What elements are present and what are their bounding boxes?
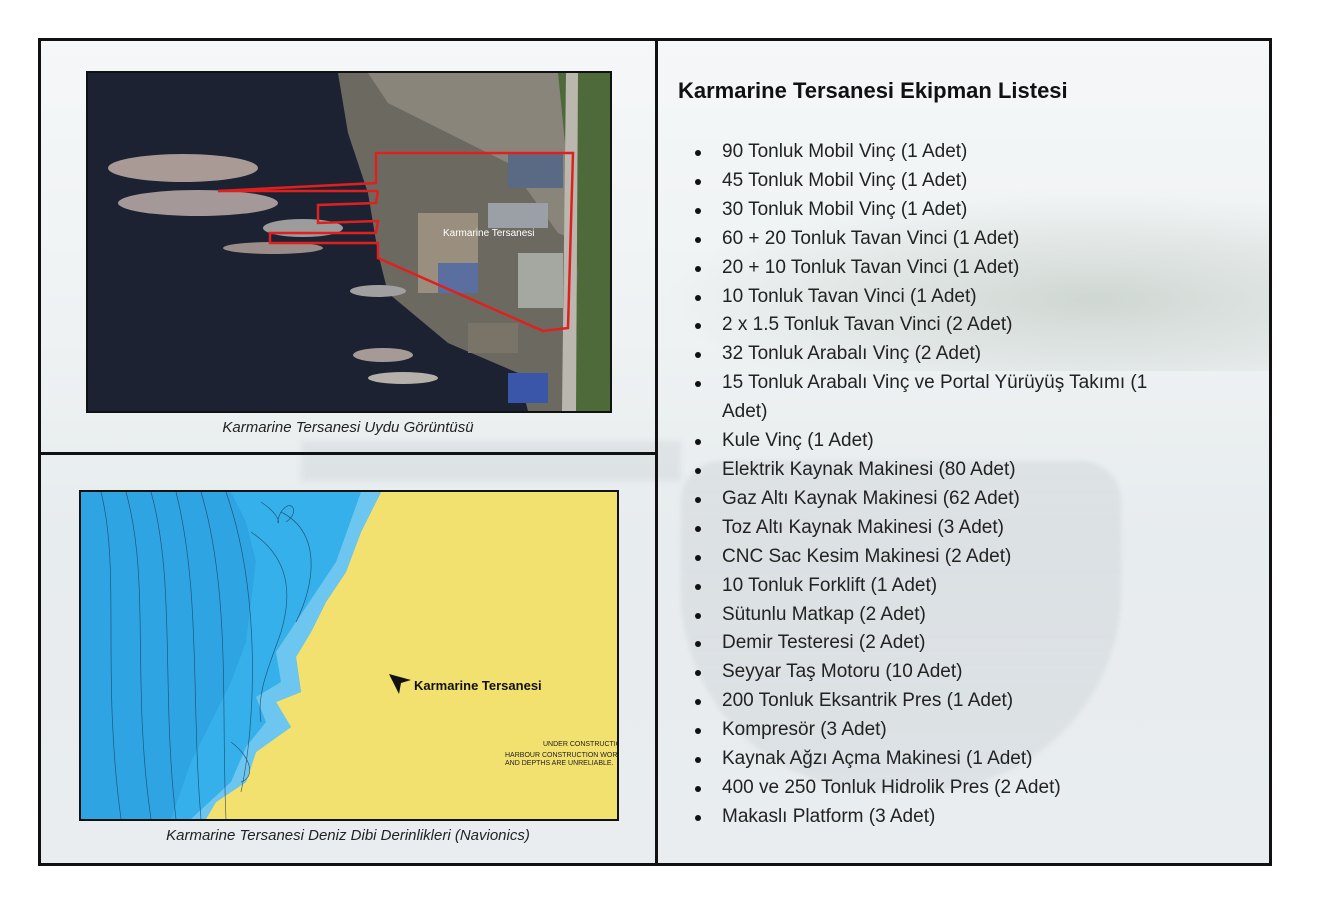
list-item: Kule Vinç (1 Adet) (678, 427, 1178, 456)
list-item: 10 Tonluk Tavan Vinci (1 Adet) (678, 283, 1178, 312)
depth-contours (81, 492, 381, 819)
list-item: Kompresör (3 Adet) (678, 716, 1178, 745)
nautical-chart: Karmarine Tersanesi UNDER CONSTRUCTIO HA… (79, 490, 619, 821)
list-item: Toz Altı Kaynak Makinesi (3 Adet) (678, 514, 1178, 543)
background-pier (301, 441, 681, 481)
row-divider (41, 452, 658, 455)
list-item: Elektrik Kaynak Makinesi (80 Adet) (678, 456, 1178, 485)
list-item: 60 + 20 Tonluk Tavan Vinci (1 Adet) (678, 225, 1178, 254)
list-item: 400 ve 250 Tonluk Hidrolik Pres (2 Adet) (678, 774, 1178, 803)
satellite-overlay-label: Karmarine Tersanesi (443, 228, 535, 239)
list-item: 30 Tonluk Mobil Vinç (1 Adet) (678, 196, 1178, 225)
list-item: 10 Tonluk Forklift (1 Adet) (678, 572, 1178, 601)
list-item: Sütunlu Matkap (2 Adet) (678, 601, 1178, 630)
background-ship-photo (681, 461, 1121, 791)
list-item: 20 + 10 Tonluk Tavan Vinci (1 Adet) (678, 254, 1178, 283)
satellite-image: Karmarine Tersanesi (86, 71, 612, 413)
list-item: 90 Tonluk Mobil Vinç (1 Adet) (678, 138, 1178, 167)
list-item: Demir Testeresi (2 Adet) (678, 629, 1178, 658)
list-item: 32 Tonluk Arabalı Vinç (2 Adet) (678, 340, 1178, 369)
list-item: 2 x 1.5 Tonluk Tavan Vinci (2 Adet) (678, 311, 1178, 340)
chart-caption: Karmarine Tersanesi Deniz Dibi Derinlikl… (166, 827, 530, 844)
list-item: 45 Tonluk Mobil Vinç (1 Adet) (678, 167, 1178, 196)
equipment-list-title: Karmarine Tersanesi Ekipman Listesi (678, 78, 1068, 103)
document-frame: Karmarine Tersanesi Karmarine Tersanesi … (38, 38, 1272, 866)
list-item: Makaslı Platform (3 Adet) (678, 803, 1178, 832)
list-item: Gaz Altı Kaynak Makinesi (62 Adet) (678, 485, 1178, 514)
satellite-drawing: Karmarine Tersanesi (88, 73, 610, 411)
background-hills (661, 191, 1269, 371)
list-item: 15 Tonluk Arabalı Vinç ve Portal Yürüyüş… (678, 369, 1178, 427)
equipment-list: 90 Tonluk Mobil Vinç (1 Adet) 45 Tonluk … (678, 138, 1178, 832)
chart-note-line2: HARBOUR CONSTRUCTION WORKS IN P (505, 752, 618, 759)
list-item: Kaynak Ağzı Açma Makinesi (1 Adet) (678, 745, 1178, 774)
chart-marker-label: Karmarine Tersanesi (414, 678, 542, 693)
chart-note-heading: UNDER CONSTRUCTIO (543, 741, 619, 748)
chart-note-line3: AND DEPTHS ARE UNRELIABLE. (505, 760, 614, 767)
list-item: Seyyar Taş Motoru (10 Adet) (678, 658, 1178, 687)
location-arrow-icon (389, 674, 411, 694)
list-item: CNC Sac Kesim Makinesi (2 Adet) (678, 543, 1178, 572)
list-item: 200 Tonluk Eksantrik Pres (1 Adet) (678, 687, 1178, 716)
satellite-caption: Karmarine Tersanesi Uydu Görüntüsü (222, 419, 474, 436)
